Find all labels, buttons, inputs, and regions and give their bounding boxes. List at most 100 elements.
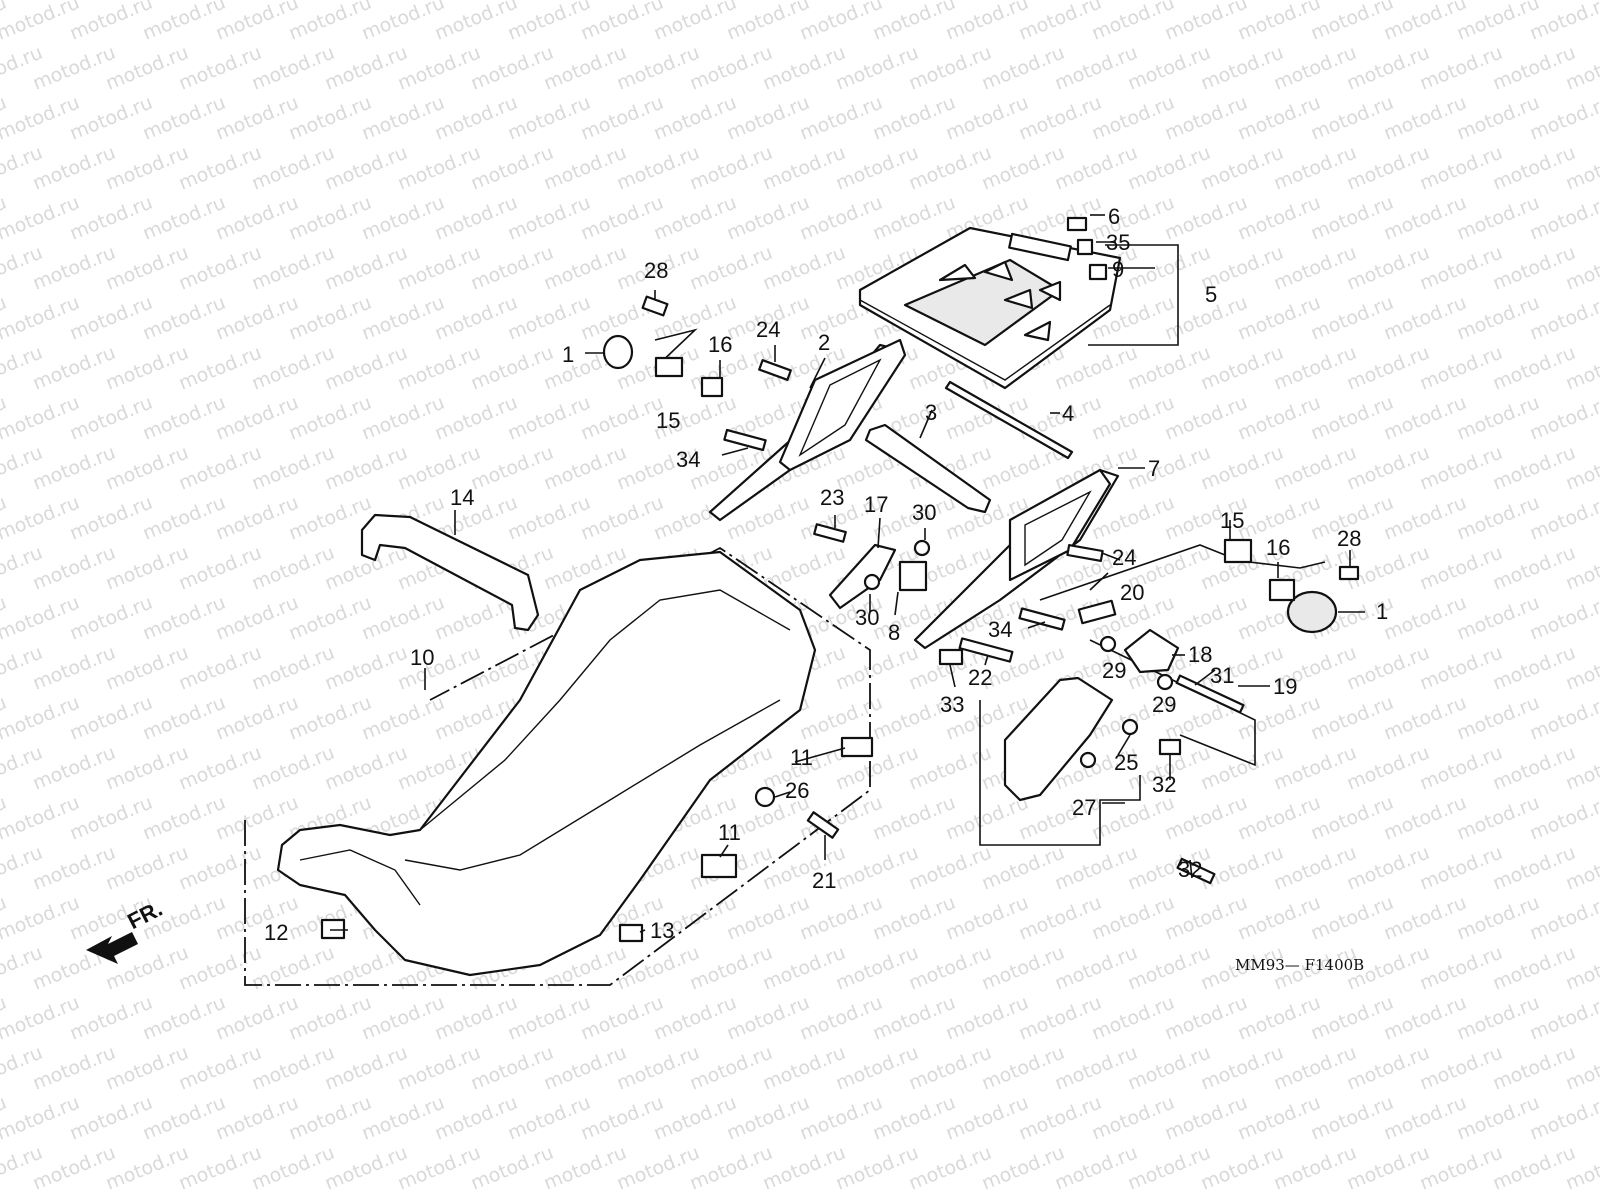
watermark-text: motod.ru [1271, 442, 1360, 495]
watermark-text: motod.ru [1381, 1092, 1470, 1145]
watermark-text: motod.ru [1198, 342, 1287, 395]
callout-11-lower: 11 [718, 820, 741, 845]
watermark-text: motod.ru [140, 992, 229, 1045]
watermark-text: motod.ru [1308, 992, 1397, 1045]
watermark-text: motod.ru [833, 642, 922, 695]
watermark-text: motod.ru [103, 242, 192, 295]
watermark-text: motod.ru [140, 692, 229, 745]
watermark-text: motod.ru [724, 992, 813, 1045]
watermark-text: motod.ru [1454, 492, 1543, 545]
watermark-text: motod.ru [140, 792, 229, 845]
watermark-text: motod.ru [870, 192, 959, 245]
watermark-text: motod.ru [505, 292, 594, 345]
callout-9: 9 [1112, 257, 1124, 282]
watermark-text: motod.ru [176, 1042, 265, 1095]
watermark-text: motod.ru [724, 92, 813, 145]
watermark-text: motod.ru [322, 642, 411, 695]
watermark-text: motod.ru [67, 792, 156, 845]
callout-23: 23 [820, 485, 844, 510]
watermark-text: motod.ru [1308, 292, 1397, 345]
watermark-text: motod.ru [1454, 1092, 1543, 1145]
watermark-text: motod.ru [322, 342, 411, 395]
callout-24-right: 24 [1112, 545, 1136, 570]
watermark-text: motod.ru [651, 1092, 740, 1145]
watermark-text: motod.ru [176, 142, 265, 195]
watermark-text: motod.ru [0, 892, 83, 945]
watermark-text: motod.ru [687, 1142, 776, 1195]
watermark-text: motod.ru [1381, 592, 1470, 645]
watermark-text: motod.ru [541, 242, 630, 295]
watermark-text: motod.ru [395, 242, 484, 295]
cap-left [602, 334, 634, 370]
watermark-text: motod.ru [1417, 1142, 1506, 1195]
watermark-text: motod.ru [1271, 742, 1360, 795]
watermark-text: motod.ru [1089, 392, 1178, 445]
callout-31: 31 [1210, 663, 1234, 688]
watermark-text: motod.ru [505, 192, 594, 245]
watermark-text: motod.ru [395, 1142, 484, 1195]
rack-stay-right [913, 468, 1120, 650]
watermark-text: motod.ru [760, 942, 849, 995]
watermark-text: motod.ru [833, 42, 922, 95]
watermark-text: motod.ru [687, 1042, 776, 1095]
watermark-text: motod.ru [1271, 1042, 1360, 1095]
watermark-text: motod.ru [1454, 892, 1543, 945]
watermark-text: motod.ru [979, 142, 1068, 195]
callout-17: 17 [864, 492, 888, 517]
watermark-text: motod.ru [724, 1092, 813, 1145]
watermark-text: motod.ru [322, 42, 411, 95]
watermark-text: motod.ru [1490, 742, 1579, 795]
watermark-text: motod.ru [30, 842, 119, 895]
callout-16-left: 16 [708, 332, 732, 357]
callout-30-lower: 30 [855, 605, 879, 630]
watermark-text: motod.ru [67, 192, 156, 245]
watermark-text: motod.ru [505, 992, 594, 1045]
watermark-text: motod.ru [1417, 1042, 1506, 1095]
watermark-text: motod.ru [797, 892, 886, 945]
watermark-text: motod.ru [578, 492, 667, 545]
watermark-text: motod.ru [249, 1042, 338, 1095]
watermark-text: motod.ru [1162, 1092, 1251, 1145]
watermark-text: motod.ru [870, 792, 959, 845]
rack-rod [944, 380, 1074, 460]
watermark-text: motod.ru [67, 392, 156, 445]
watermark-text: motod.ru [906, 42, 995, 95]
watermark-text: motod.ru [1381, 192, 1470, 245]
watermark-text: motod.ru [249, 42, 338, 95]
callout-35: 35 [1106, 230, 1130, 255]
watermark-text: motod.ru [249, 1142, 338, 1195]
watermark-text: motod.ru [1308, 92, 1397, 145]
watermark-text: motod.ru [322, 442, 411, 495]
watermark-text: motod.ru [140, 192, 229, 245]
watermark-text: motod.ru [505, 492, 594, 545]
watermark-text: motod.ru [103, 142, 192, 195]
watermark-text: motod.ru [213, 192, 302, 245]
watermark-text: motod.ru [286, 192, 375, 245]
watermark-text: motod.ru [30, 42, 119, 95]
watermark-text: motod.ru [103, 1042, 192, 1095]
seat [276, 550, 817, 977]
watermark-text: motod.ru [1490, 442, 1579, 495]
watermark-text: motod.ru [30, 642, 119, 695]
callout-29-left: 29 [1102, 658, 1126, 683]
watermark-text: motod.ru [760, 242, 849, 295]
watermark-text: motod.ru [67, 692, 156, 745]
callout-21: 21 [812, 868, 836, 893]
watermark-text: motod.ru [395, 642, 484, 695]
watermark-text: motod.ru [140, 592, 229, 645]
watermark-text: motod.ru [1454, 692, 1543, 745]
watermark-text: motod.ru [30, 542, 119, 595]
watermark-text: motod.ru [687, 142, 776, 195]
watermark-text: motod.ru [395, 142, 484, 195]
watermark-text: motod.ru [1125, 42, 1214, 95]
watermark-text: motod.ru [1381, 892, 1470, 945]
watermark-text: motod.ru [1490, 1142, 1579, 1195]
watermark-text: motod.ru [176, 342, 265, 395]
watermark-text: motod.ru [140, 92, 229, 145]
watermark-text: motod.ru [1381, 492, 1470, 545]
watermark-text: motod.ru [322, 242, 411, 295]
watermark-text: motod.ru [651, 992, 740, 1045]
watermark-text: motod.ru [1417, 742, 1506, 795]
watermark-text: motod.ru [1162, 92, 1251, 145]
